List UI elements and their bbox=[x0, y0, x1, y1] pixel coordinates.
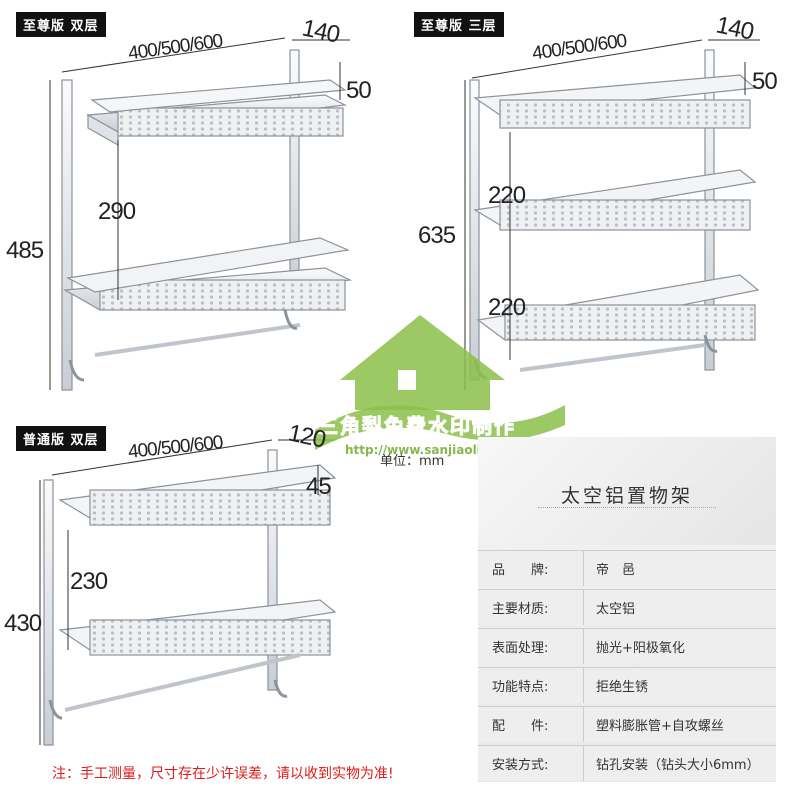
tag-premium-double: 至尊版 双层 bbox=[16, 12, 106, 37]
spec-key: 安装方式: bbox=[492, 758, 549, 773]
spec-separator bbox=[583, 551, 584, 586]
watermark-url: http://www.sanjiaoli.com bbox=[345, 443, 514, 457]
spec-key: 品 牌: bbox=[492, 563, 549, 578]
rack-premium-triple bbox=[469, 49, 760, 381]
dim-rim-2: 50 bbox=[752, 68, 778, 95]
dimension-lines-1 bbox=[49, 37, 350, 390]
spec-row: 品 牌: 帝 邑 bbox=[478, 550, 776, 586]
spec-row: 表面处理: 抛光+阳极氧化 bbox=[478, 628, 776, 664]
spec-value: 拒绝生锈 bbox=[596, 680, 649, 695]
spec-separator bbox=[583, 746, 584, 781]
dim-height-2: 635 bbox=[418, 222, 456, 249]
unit-label: 单位：mm bbox=[380, 454, 445, 469]
spec-value: 抛光+阳极氧化 bbox=[596, 641, 685, 656]
spec-title: 太空铝置物架 bbox=[560, 485, 693, 507]
spec-value: 太空铝 bbox=[596, 602, 636, 617]
spec-separator bbox=[583, 707, 584, 742]
spec-header: 太空铝置物架 bbox=[478, 437, 776, 545]
rack-premium-double bbox=[61, 49, 353, 391]
tag-premium-triple: 至尊版 三层 bbox=[414, 12, 504, 37]
rack-standard-double bbox=[43, 449, 337, 746]
tag-standard-double: 普通版 双层 bbox=[16, 426, 106, 451]
spec-separator bbox=[583, 668, 584, 703]
dim-rim-1: 50 bbox=[346, 77, 372, 104]
measurement-note: 注：手工测量，尺寸存在少许误差，请以收到实物为准! bbox=[52, 766, 394, 782]
dim-spacing-2b: 220 bbox=[488, 294, 526, 321]
dim-spacing-1: 290 bbox=[98, 198, 136, 225]
spec-table: 太空铝置物架 品 牌: 帝 邑 主要材质: 太空铝 表面处理: 抛光+阳极氧化 … bbox=[478, 437, 776, 782]
spec-key: 表面处理: bbox=[492, 641, 549, 656]
dim-height-1: 485 bbox=[6, 237, 44, 264]
spec-row: 功能特点: 拒绝生锈 bbox=[478, 667, 776, 703]
watermark-text: 三角梨免费水印制作 bbox=[318, 414, 516, 439]
spec-row: 安装方式: 钻孔安装（钻头大小6mm） bbox=[478, 745, 776, 781]
dimension-lines-3 bbox=[39, 439, 335, 745]
dim-rim-3: 45 bbox=[306, 473, 332, 500]
spec-value: 塑料膨胀管+自攻螺丝 bbox=[596, 719, 724, 734]
spec-separator bbox=[583, 590, 584, 625]
dim-spacing-2a: 220 bbox=[488, 182, 526, 209]
spec-key: 功能特点: bbox=[492, 680, 549, 695]
spec-separator bbox=[583, 629, 584, 664]
spec-key: 配 件: bbox=[492, 719, 549, 734]
spec-divider bbox=[538, 507, 716, 509]
dimension-lines-2 bbox=[464, 39, 760, 390]
spec-key: 主要材质: bbox=[492, 602, 549, 617]
spec-row: 配 件: 塑料膨胀管+自攻螺丝 bbox=[478, 706, 776, 742]
dim-spacing-3: 230 bbox=[70, 568, 108, 595]
spec-value: 帝 邑 bbox=[596, 563, 636, 578]
spec-value: 钻孔安装（钻头大小6mm） bbox=[596, 758, 760, 773]
dim-height-3: 430 bbox=[4, 610, 42, 637]
spec-row: 主要材质: 太空铝 bbox=[478, 589, 776, 625]
